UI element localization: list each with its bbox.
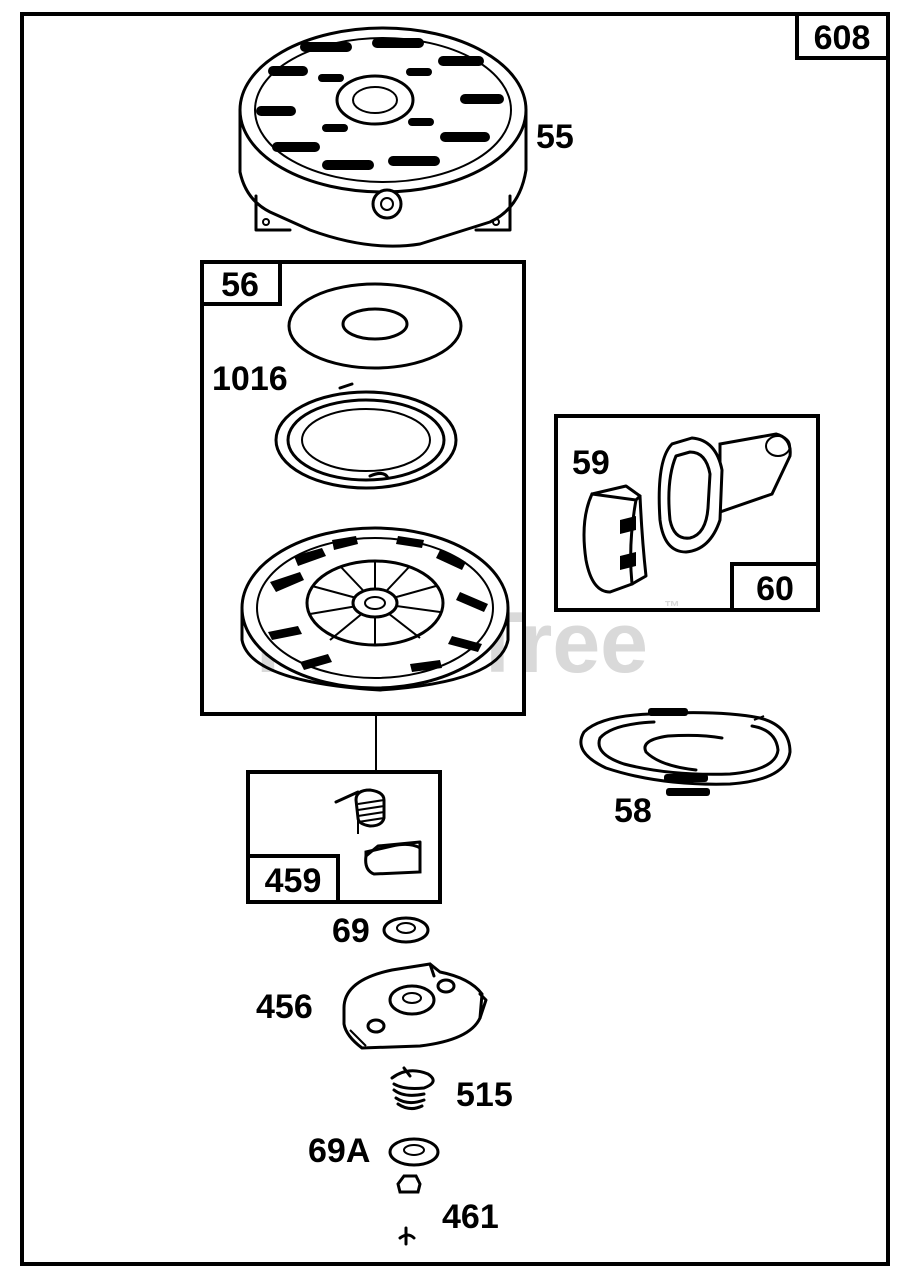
part-label-456: 456 — [256, 988, 313, 1026]
outer-frame — [20, 12, 890, 1266]
kit-box-60 — [554, 414, 820, 612]
part-label-461: 461 — [442, 1198, 499, 1236]
part-label-69: 69 — [332, 912, 370, 950]
handle-drawing — [657, 432, 792, 554]
kit-box-459 — [246, 770, 442, 904]
part-label-515: 515 — [456, 1076, 513, 1114]
kit-label-box-56 — [200, 260, 282, 306]
pulley-drawing — [240, 526, 510, 692]
washer-69A-drawing — [388, 1137, 440, 1167]
assembly-number: 608 — [814, 19, 871, 57]
retainer-screw-drawing — [396, 1174, 422, 1246]
part-label-1016: 1016 — [212, 360, 288, 398]
kit-box-56 — [200, 260, 526, 716]
pawl-spring-drawing — [334, 788, 386, 834]
spring-515-drawing — [390, 1066, 435, 1111]
pawl-drawing — [364, 840, 422, 876]
part-label-60: 60 — [756, 570, 794, 608]
washer-drawing — [287, 282, 463, 370]
rewind-housing-drawing — [238, 26, 528, 248]
retainer-drawing — [342, 962, 488, 1050]
rope-drawing — [579, 708, 792, 796]
kit-label-box-459 — [246, 854, 340, 904]
part-label-69A: 69A — [308, 1132, 370, 1170]
spring-drawing — [274, 382, 458, 490]
part-label-459: 459 — [265, 862, 322, 900]
part-label-56: 56 — [221, 266, 259, 304]
watermark-tm: ™ — [664, 599, 680, 616]
assembly-number-box — [795, 12, 890, 60]
handle-insert-drawing — [582, 484, 648, 594]
kit-label-box-60 — [730, 562, 820, 612]
washer-69-drawing — [382, 916, 430, 944]
part-label-58: 58 — [614, 792, 652, 830]
part-label-59: 59 — [572, 444, 610, 482]
part-label-55: 55 — [536, 118, 574, 156]
